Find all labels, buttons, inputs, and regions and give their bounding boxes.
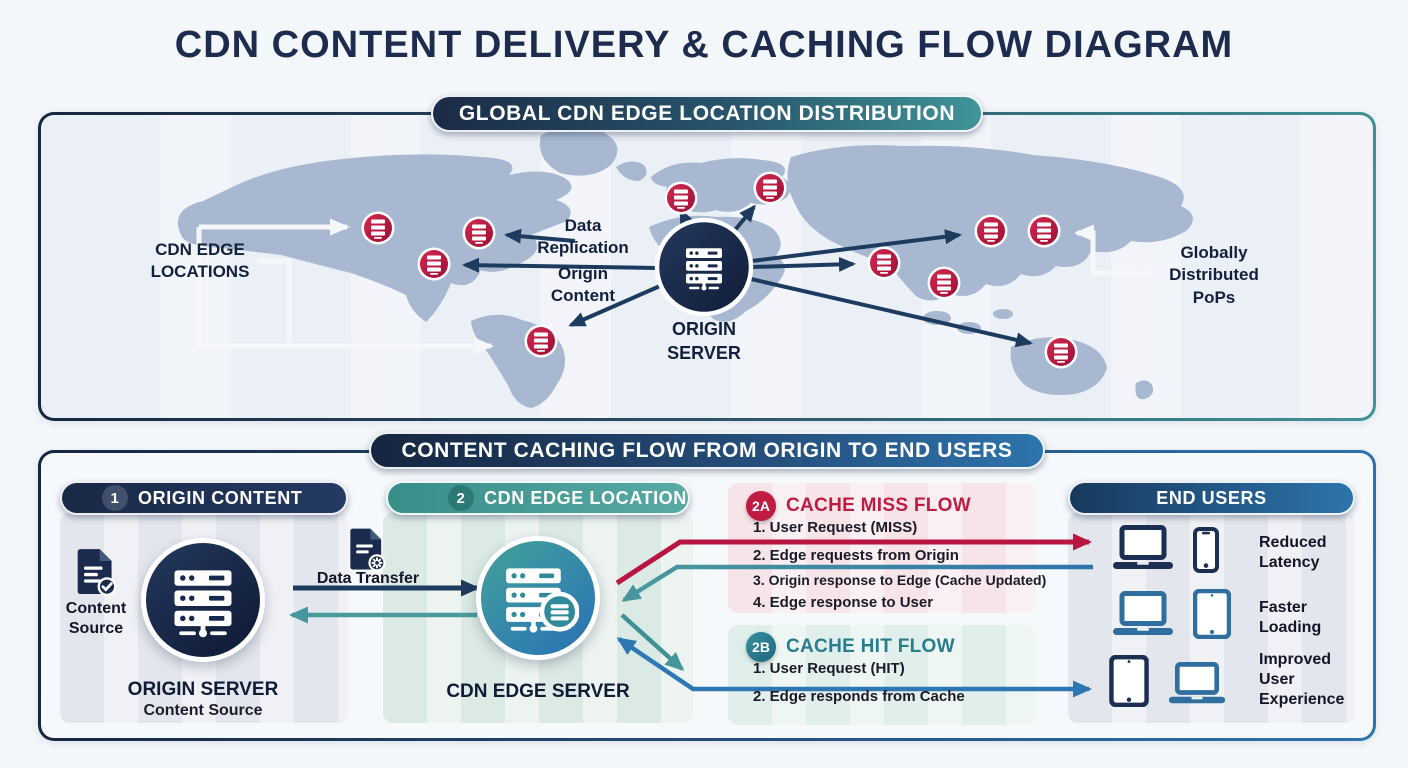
server-database-icon	[497, 560, 579, 636]
end-users-header: END USERS	[1068, 481, 1355, 515]
global-pops-label: Globally Distributed PoPs	[1169, 243, 1259, 307]
replication-arrows	[462, 204, 1033, 348]
hit-step-1: 1. User Request (HIT)	[753, 660, 905, 677]
content-source-side-label: Content Source	[65, 600, 127, 637]
laptop-icon	[1111, 525, 1175, 573]
server-pin-icon	[753, 171, 787, 205]
hit-step-2: 2. Edge responds from Cache	[753, 688, 965, 705]
edge-server-title: CDN EDGE SERVER	[446, 681, 630, 702]
miss-step-1: 1. User Request (MISS)	[753, 519, 918, 536]
device-row-1	[1111, 525, 1219, 573]
laptop-icon	[1167, 662, 1227, 707]
server-pin-icon	[462, 216, 496, 250]
map-section-header-text: GLOBAL CDN EDGE LOCATION DISTRIBUTION	[458, 101, 956, 125]
origin-panel-title: ORIGIN CONTENT	[138, 487, 303, 508]
document-check-icon	[74, 547, 118, 597]
origin-server-label: ORIGIN SERVER	[667, 319, 741, 363]
tablet-icon	[1109, 655, 1149, 707]
miss-step-4: 4. Edge response to User	[753, 594, 934, 611]
flow-section-header: CONTENT CACHING FLOW FROM ORIGIN TO END …	[369, 432, 1045, 469]
origin-content-label: Origin Content	[550, 264, 616, 306]
data-transfer-label: Data Transfer	[316, 570, 420, 587]
device-row-2	[1111, 589, 1231, 639]
cache-hit-title: CACHE HIT FLOW	[786, 636, 955, 657]
world-map-svg	[177, 127, 1193, 408]
server-pin-icon	[664, 181, 698, 215]
map-section-header: GLOBAL CDN EDGE LOCATION DISTRIBUTION	[431, 95, 983, 132]
edge-locations-label: CDN EDGE LOCATIONS	[150, 240, 250, 282]
callout-lines	[196, 218, 1155, 355]
server-pin-icon	[1044, 335, 1078, 369]
cache-miss-badge: 2A	[746, 491, 776, 521]
page-title: CDN CONTENT DELIVERY & CACHING FLOW DIAG…	[174, 24, 1234, 66]
data-replication-label: Data Replication	[537, 216, 629, 258]
origin-server-subtitle: Content Source	[143, 702, 263, 719]
origin-panel-badge: 1	[102, 485, 128, 511]
server-pin-icon	[1027, 214, 1061, 248]
cache-miss-header: 2A CACHE MISS FLOW	[746, 491, 971, 521]
world-map: CDN EDGE LOCATIONS Data Replication Orig…	[41, 115, 1373, 418]
benefit-improved-ux: Improved User Experience	[1259, 651, 1345, 708]
tablet-icon	[1193, 589, 1231, 639]
cache-miss-title: CACHE MISS FLOW	[786, 495, 971, 516]
benefit-faster-loading: Faster Loading	[1259, 599, 1322, 636]
edge-panel-title: CDN EDGE LOCATION	[484, 487, 687, 508]
edge-panel-header: 2 CDN EDGE LOCATION	[386, 481, 690, 515]
server-pin-icon	[927, 266, 961, 300]
cache-hit-badge: 2B	[746, 632, 776, 662]
document-gear-icon	[347, 527, 387, 572]
server-pin-icon	[361, 211, 395, 245]
server-pin-icon	[867, 246, 901, 280]
global-distribution-section: CDN EDGE LOCATIONS Data Replication Orig…	[38, 95, 1376, 421]
server-icon	[165, 561, 241, 639]
miss-step-2: 2. Edge requests from Origin	[753, 547, 959, 564]
laptop-icon	[1111, 591, 1175, 639]
miss-step-3: 3. Origin response to Edge (Cache Update…	[753, 572, 1047, 588]
server-pin-icon	[417, 247, 451, 281]
device-row-3	[1109, 655, 1227, 707]
edge-panel-badge: 2	[448, 485, 474, 511]
origin-server-node	[141, 538, 265, 662]
edge-server-node	[476, 536, 600, 660]
phone-icon	[1193, 527, 1219, 573]
end-users-title: END USERS	[1156, 487, 1267, 508]
map-origin-server	[654, 217, 754, 317]
flow-section-header-text: CONTENT CACHING FLOW FROM ORIGIN TO END …	[401, 438, 1013, 462]
cache-hit-header: 2B CACHE HIT FLOW	[746, 632, 955, 662]
origin-server-title: ORIGIN SERVER	[127, 679, 279, 700]
server-pin-icon	[974, 214, 1008, 248]
benefit-reduced-latency: Reduced Latency	[1259, 534, 1327, 571]
caching-flow-section: Content Source ORIGIN SERVER Content Sou…	[38, 432, 1376, 741]
origin-panel-header: 1 ORIGIN CONTENT	[60, 481, 348, 515]
server-pin-icon	[524, 324, 558, 358]
caching-flow-body: Content Source ORIGIN SERVER Content Sou…	[41, 453, 1373, 738]
